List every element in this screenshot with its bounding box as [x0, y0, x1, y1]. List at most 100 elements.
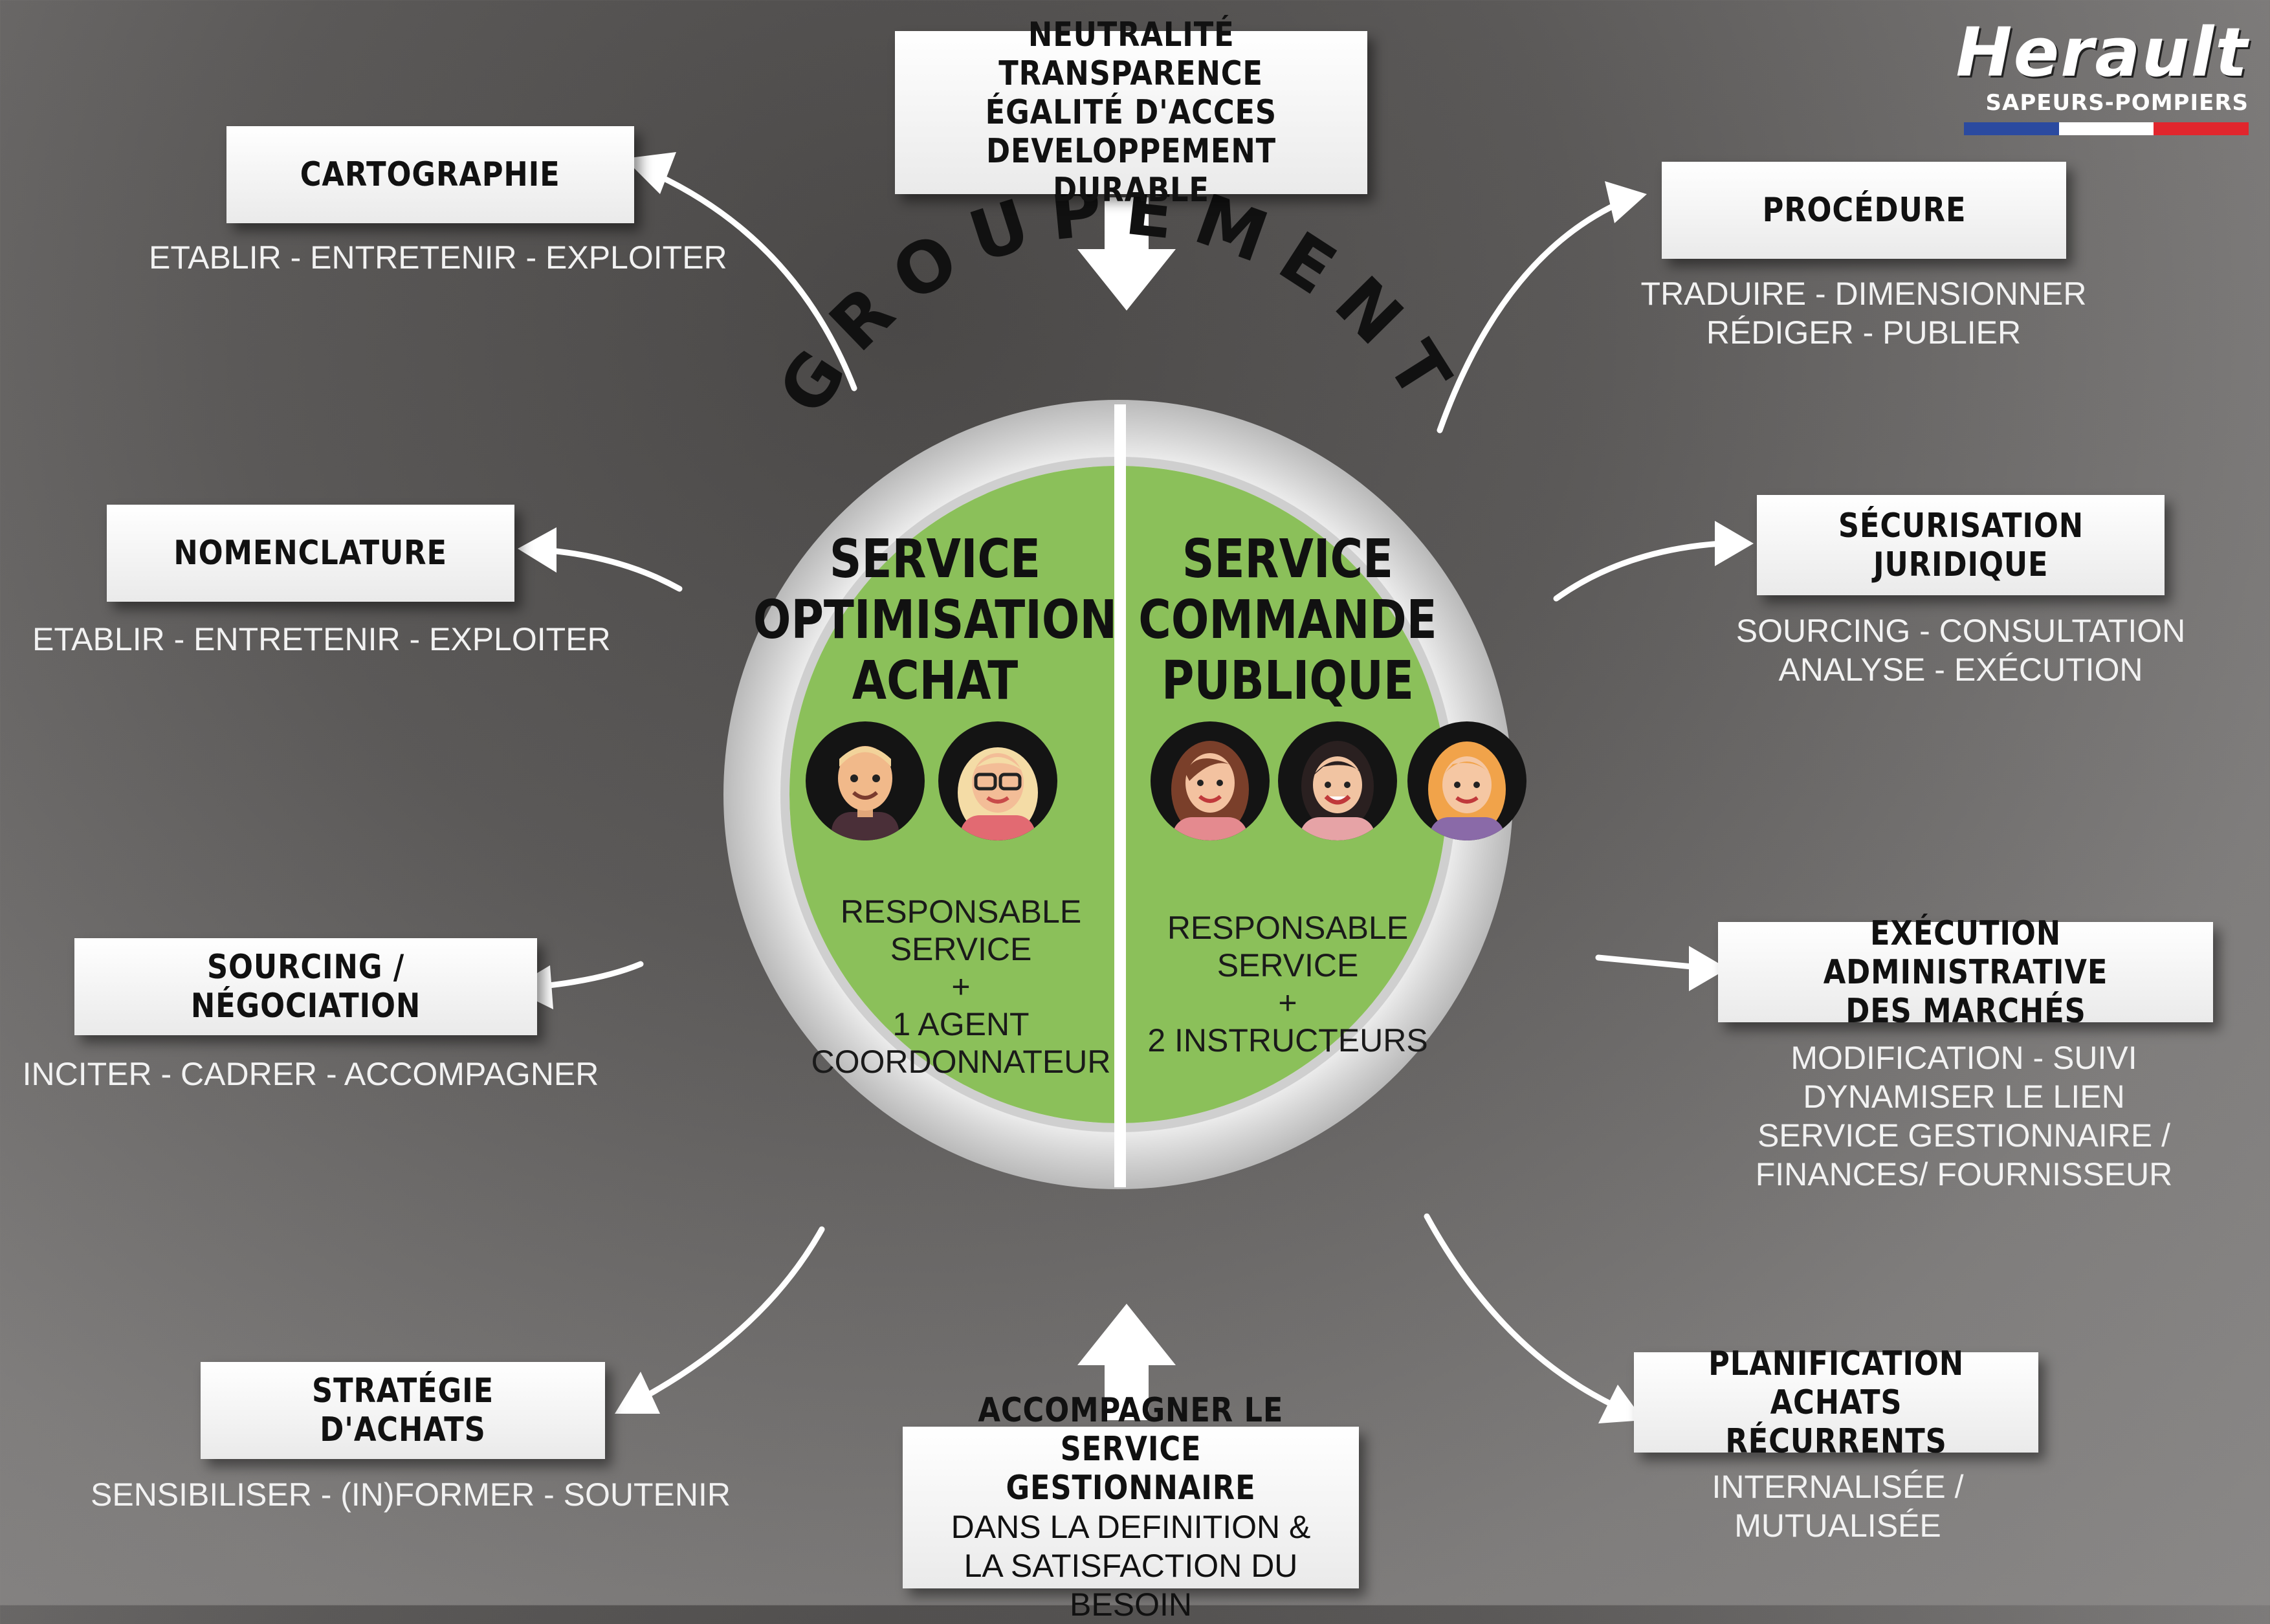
node-nomenclature-sub: ETABLIR - ENTRETENIR - EXPLOITER: [32, 620, 611, 659]
node-nomenclature: NOMENCLATURE: [107, 505, 514, 602]
arrowhead-icon: [615, 1372, 660, 1414]
connectors: [534, 170, 1725, 1410]
node-title: PLANIFICATION: [1708, 1344, 1964, 1383]
bottom-line: LA SATISFACTION DU BESOIN: [964, 1548, 1298, 1623]
node-sub-line: SENSIBILISER - (IN)FORMER - SOUTENIR: [91, 1476, 731, 1513]
node-sub-line: DYNAMISER LE LIEN: [1803, 1079, 2125, 1115]
node-sub-line: FINANCES/ FOURNISSEUR: [1755, 1156, 2173, 1192]
service-title-line: OPTIMISATION: [753, 589, 1118, 651]
service-optimisation-title: SERVICE OPTIMISATION ACHAT: [750, 529, 1119, 712]
arrowhead-icon: [1715, 521, 1754, 566]
arrowhead-icon: [1605, 181, 1647, 223]
node-planification-sub: INTERNALISÉE / MUTUALISÉE: [1592, 1467, 2084, 1545]
node-securisation-sub: SOURCING - CONSULTATION ANALYSE - EXÉCUT…: [1689, 611, 2232, 689]
arrowhead-icon: [624, 152, 676, 194]
logo-flag-stripe: [1964, 122, 2249, 135]
service-desc-line: SERVICE: [1217, 947, 1359, 983]
node-securisation: SÉCURISATION JURIDIQUE: [1757, 495, 2165, 595]
logo-brand: Herault: [1956, 13, 2249, 92]
logo: Herault SAPEURS-POMPIERS: [1945, 16, 2249, 146]
service-desc-line: 1 AGENT: [892, 1006, 1030, 1042]
service-commande-title: SERVICE COMMANDE PUBLIQUE: [1103, 529, 1472, 712]
service-desc-line: COORDONNATEUR: [811, 1044, 1111, 1080]
node-title: STRATÉGIE D'ACHATS: [312, 1372, 494, 1449]
service-title-line: COMMANDE: [1138, 589, 1437, 651]
bottom-box: ACCOMPAGNER LE SERVICE GESTIONNAIRE DANS…: [903, 1391, 1359, 1623]
node-title: CARTOGRAPHIE: [300, 155, 560, 194]
node-title: EXÉCUTION ADMINISTRATIVE: [1823, 914, 2108, 992]
node-cartographie-sub: ETABLIR - ENTRETENIR - EXPLOITER: [149, 238, 727, 277]
avatar-woman-brown-icon: [1151, 721, 1270, 840]
node-title: ACHATS RÉCURRENTS: [1725, 1383, 1947, 1461]
top-line: ÉGALITÉ D'ACCES: [985, 93, 1277, 132]
bottom-title-line: SERVICE GESTIONNAIRE: [1006, 1430, 1256, 1508]
arrowhead-icon: [1689, 946, 1728, 991]
service-commande-desc: RESPONSABLE SERVICE + 2 INSTRUCTEURS: [1100, 909, 1475, 1059]
connector-nomenclature: [540, 547, 683, 592]
node-procedure-sub: TRADUIRE - DIMENSIONNER RÉDIGER - PUBLIE…: [1598, 274, 2129, 352]
node-sub-line: RÉDIGER - PUBLIER: [1706, 314, 2022, 351]
node-execution: EXÉCUTION ADMINISTRATIVE DES MARCHÉS: [1718, 914, 2213, 1031]
top-line: DEVELOPPEMENT DURABLE: [986, 132, 1277, 210]
connector-procedure: [1437, 201, 1621, 433]
service-title-line: PUBLIQUE: [1162, 650, 1414, 712]
top-values-box: NEUTRALITÉ TRANSPARENCE ÉGALITÉ D'ACCES …: [895, 16, 1367, 210]
service-desc-line: SERVICE: [890, 931, 1032, 967]
node-title: NOMENCLATURE: [173, 534, 448, 573]
node-title: SOURCING / NÉGOCIATION: [190, 948, 421, 1026]
connector-securisation: [1553, 540, 1725, 602]
node-title: DES MARCHÉS: [1845, 991, 2086, 1031]
vertical-arrows: [1077, 197, 1176, 1420]
avatar-woman-glasses-icon: [938, 721, 1057, 840]
service-title-line: ACHAT: [852, 650, 1019, 712]
node-sub-line: SOURCING - CONSULTATION: [1736, 613, 2186, 649]
service-desc-line: RESPONSABLE: [1167, 910, 1409, 946]
node-cartographie: CARTOGRAPHIE: [226, 126, 634, 223]
connector-execution: [1595, 954, 1702, 971]
top-line: NEUTRALITÉ: [1028, 16, 1235, 54]
service-desc-line: RESPONSABLE: [840, 894, 1082, 930]
down-arrow-icon: [1077, 249, 1176, 311]
connector-planification: [1424, 1213, 1621, 1410]
connector-strategie: [634, 1226, 825, 1404]
avatar-woman-blonde-icon: [1407, 721, 1526, 840]
node-title: PROCÉDURE: [1762, 191, 1966, 230]
node-sub-line: INCITER - CADRER - ACCOMPAGNER: [22, 1056, 599, 1092]
node-sourcing-sub: INCITER - CADRER - ACCOMPAGNER: [13, 1055, 608, 1093]
arrowhead-icon: [1598, 1385, 1644, 1423]
node-title: SÉCURISATION: [1838, 506, 2084, 545]
node-sub-line: ANALYSE - EXÉCUTION: [1778, 652, 2143, 688]
service-desc-line: 2 INSTRUCTEURS: [1147, 1022, 1428, 1059]
service-title-line: SERVICE: [829, 529, 1041, 590]
node-planification: PLANIFICATION ACHATS RÉCURRENTS: [1634, 1344, 2038, 1461]
bottom-line: DANS LA DEFINITION &: [951, 1509, 1311, 1545]
node-title: JURIDIQUE: [1873, 545, 2049, 584]
node-sub-line: ETABLIR - ENTRETENIR - EXPLOITER: [149, 239, 727, 276]
node-sub-line: TRADUIRE - DIMENSIONNER: [1640, 276, 2087, 312]
connector-cartographie: [650, 170, 857, 391]
node-sourcing: SOURCING / NÉGOCIATION: [74, 938, 537, 1035]
up-arrow-icon: [1077, 1304, 1176, 1365]
node-sub-line: MUTUALISÉE: [1734, 1508, 1941, 1544]
node-sub-line: SERVICE GESTIONNAIRE /: [1757, 1117, 2171, 1154]
arrow-heads: [511, 152, 1754, 1423]
flag-red: [2154, 122, 2249, 135]
arrowhead-icon: [518, 527, 556, 573]
logo-subtitle: SAPEURS-POMPIERS: [1985, 90, 2249, 116]
node-execution-sub: MODIFICATION - SUIVI DYNAMISER LE LIEN S…: [1692, 1038, 2236, 1194]
node-sub-line: ETABLIR - ENTRETENIR - EXPLOITER: [32, 621, 611, 657]
node-sub-line: MODIFICATION - SUIVI: [1791, 1040, 2137, 1076]
bottom-title-line: ACCOMPAGNER LE: [978, 1391, 1284, 1430]
service-optimisation-desc: RESPONSABLE SERVICE + 1 AGENT COORDONNAT…: [773, 893, 1149, 1081]
avatar-woman-dark-icon: [1278, 721, 1397, 840]
service-desc-line: +: [951, 969, 971, 1005]
node-procedure: PROCÉDURE: [1662, 162, 2066, 259]
top-line: TRANSPARENCE: [998, 54, 1264, 93]
connector-sourcing: [534, 961, 644, 990]
node-strategie-sub: SENSIBILISER - (IN)FORMER - SOUTENIR: [91, 1475, 731, 1514]
flag-white: [2058, 122, 2154, 135]
service-title-line: SERVICE: [1182, 529, 1394, 590]
node-strategie: STRATÉGIE D'ACHATS: [201, 1362, 605, 1459]
node-sub-line: INTERNALISÉE /: [1712, 1469, 1964, 1505]
